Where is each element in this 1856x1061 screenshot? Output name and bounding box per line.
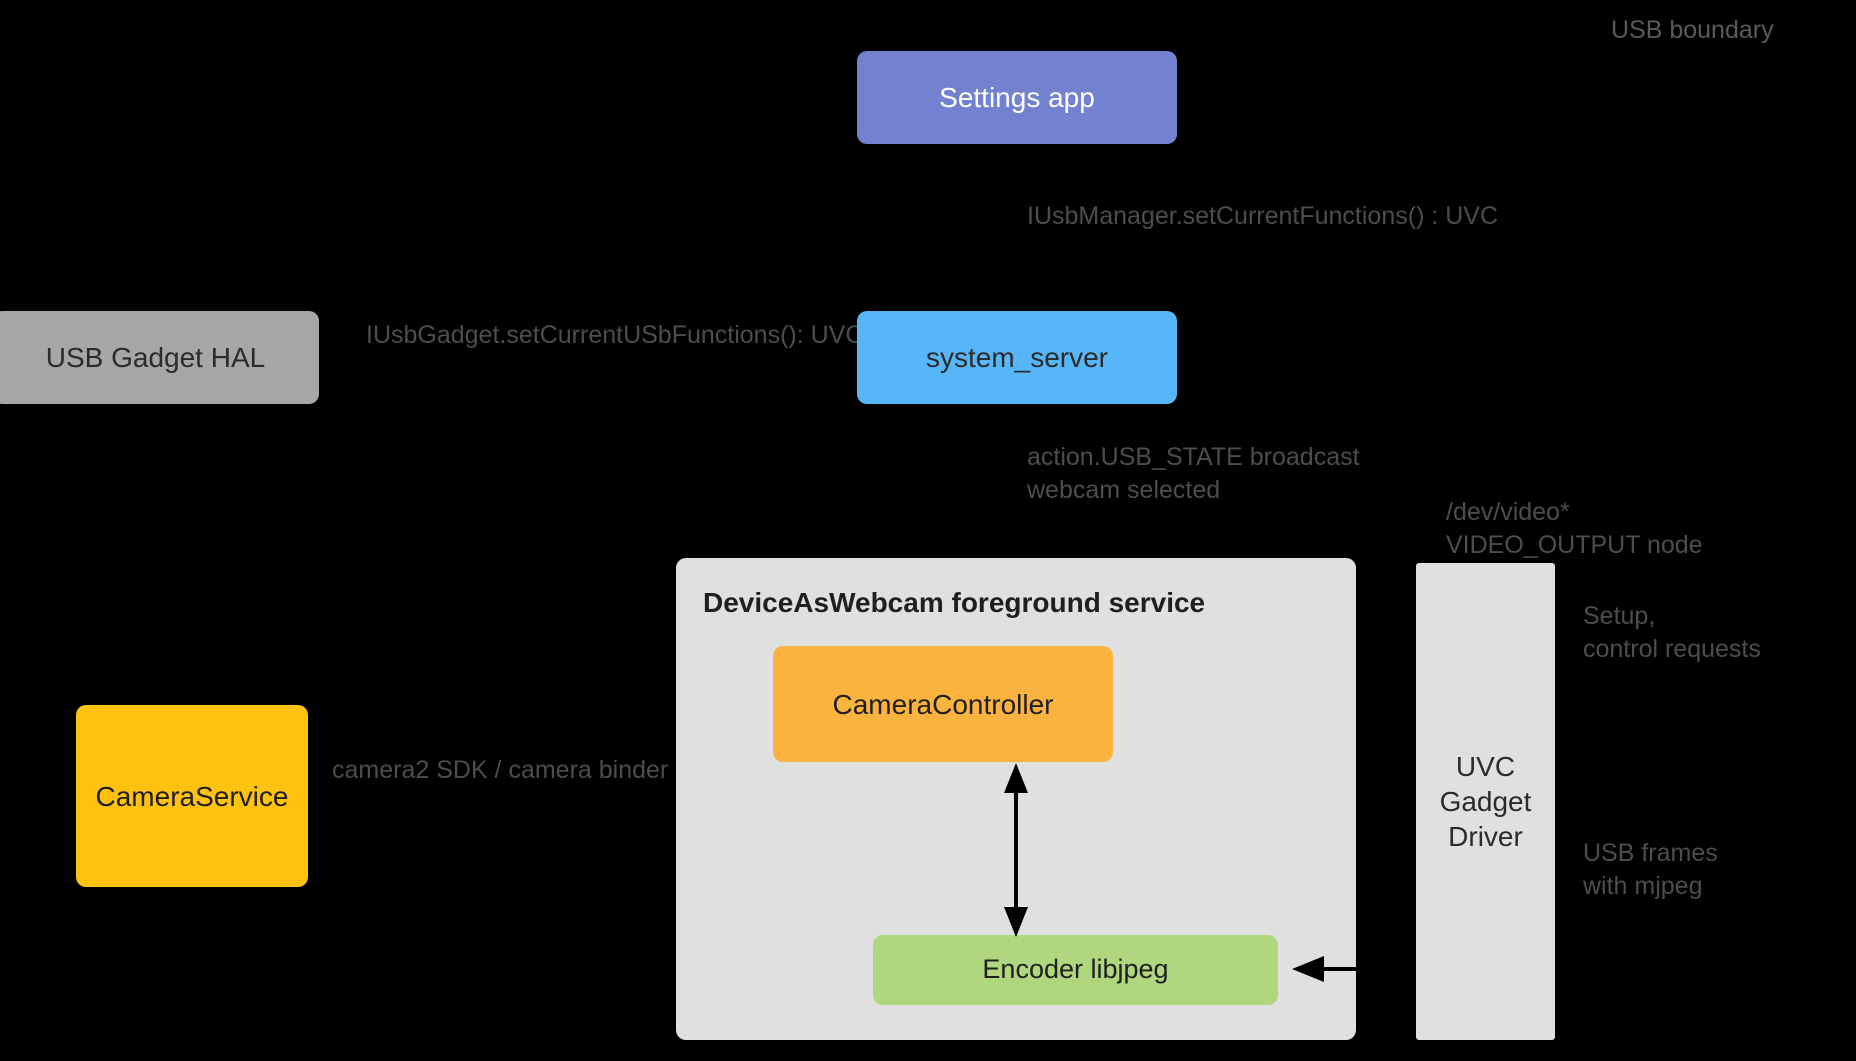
node-usb-gadget-hal[interactable]: USB Gadget HAL (0, 311, 319, 404)
node-uvc-gadget-driver[interactable]: UVC Gadget Driver (1416, 563, 1555, 1040)
node-camera-controller[interactable]: CameraController (773, 646, 1113, 762)
node-system-server[interactable]: system_server (857, 311, 1177, 404)
note-iusbgadget-setcurrentusbfunctions: IUsbGadget.setCurrentUSbFunctions(): UVC (366, 321, 864, 349)
node-encoder-libjpeg[interactable]: Encoder libjpeg (873, 935, 1278, 1005)
deviceaswebcam-service-title: DeviceAsWebcam foreground service (703, 587, 1206, 618)
note-usb-frames-mjpeg: USB frames with mjpeg (1583, 839, 1718, 900)
note-usb-state-broadcast: action.USB_STATE broadcast webcam select… (1027, 443, 1360, 504)
node-settings-app[interactable]: Settings app (857, 51, 1177, 144)
node-camera-service[interactable]: CameraService (76, 705, 308, 887)
note-iusbmanager-setcurrentfunctions: IUsbManager.setCurrentFunctions() : UVC (1027, 202, 1499, 230)
note-dev-video-node: /dev/video* VIDEO_OUTPUT node (1446, 498, 1703, 559)
note-camera2-sdk-binder: camera2 SDK / camera binder (332, 756, 669, 784)
note-usb-boundary: USB boundary (1611, 16, 1774, 44)
note-setup-control-requests: Setup, control requests (1583, 602, 1761, 663)
